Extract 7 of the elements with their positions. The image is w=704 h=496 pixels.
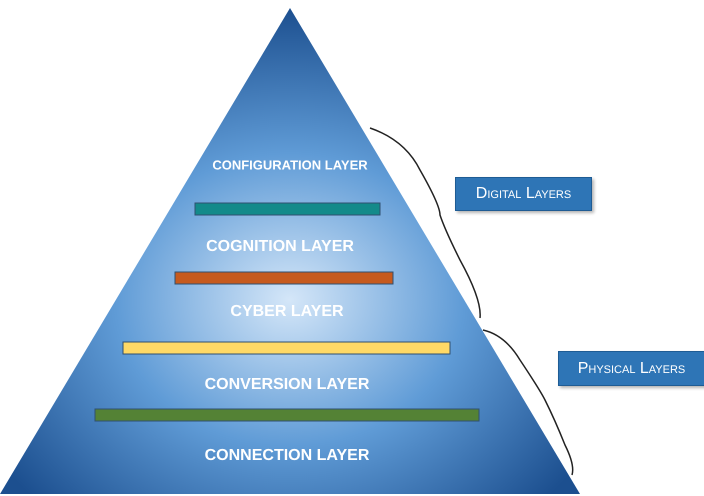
layer-label: CONVERSION LAYER xyxy=(204,372,370,398)
group-label-box: Physical Layers xyxy=(558,351,704,386)
layer-label: CYBER LAYER xyxy=(230,299,344,325)
layer-label: COGNITION LAYER xyxy=(206,234,354,260)
group-label-box: Digital Layers xyxy=(455,177,592,211)
layer-label: CONFIGURATION LAYER xyxy=(205,156,375,176)
layer-label: CONNECTION LAYER xyxy=(204,443,370,469)
